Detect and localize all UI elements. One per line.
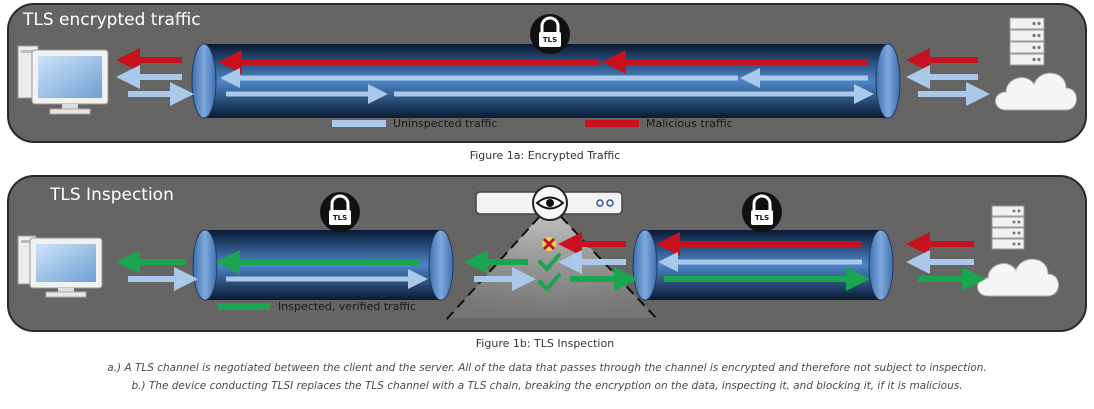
legend-inspected-swatch bbox=[218, 303, 270, 310]
lock-label-right: TLS bbox=[755, 214, 769, 222]
legend-malicious-swatch bbox=[585, 120, 639, 127]
lock-icon bbox=[530, 14, 570, 54]
x-icon bbox=[542, 237, 556, 251]
panel-b-title: TLS Inspection bbox=[50, 185, 174, 205]
check-icon bbox=[538, 273, 561, 292]
desktop-icon bbox=[17, 235, 103, 298]
desktop-icon bbox=[17, 45, 109, 115]
beam-edge-left bbox=[445, 204, 551, 321]
check-icon bbox=[538, 253, 561, 272]
lock-label-left: TLS bbox=[333, 214, 347, 222]
server-icon bbox=[991, 205, 1025, 250]
legend-inspected-label: Inspected, verified traffic bbox=[278, 300, 417, 313]
lock-label: TLS bbox=[543, 36, 557, 44]
lock-icon bbox=[742, 192, 782, 232]
server-icon bbox=[1009, 17, 1045, 66]
legend-uninspected-swatch bbox=[332, 120, 386, 127]
figure-1b-caption: Figure 1b: TLS Inspection bbox=[475, 337, 615, 350]
figure-1a-caption: Figure 1a: Encrypted Traffic bbox=[469, 149, 621, 162]
lock-icon bbox=[320, 192, 360, 232]
legend-malicious-label: Malicious traffic bbox=[646, 117, 733, 130]
arrows-panel-b bbox=[116, 232, 986, 291]
note-b: b.) The device conducting TLSI replaces … bbox=[131, 380, 963, 392]
tls-tunnel-b-right bbox=[632, 229, 894, 301]
beam-edge-right bbox=[549, 204, 659, 321]
note-a: a.) A TLS channel is negotiated between … bbox=[107, 362, 987, 374]
eye-icon bbox=[535, 196, 565, 210]
panel-a-title: TLS encrypted traffic bbox=[23, 10, 201, 30]
arrows-panel-a bbox=[116, 48, 990, 106]
cloud-icon bbox=[995, 72, 1077, 111]
tls-tunnel-a bbox=[191, 43, 901, 119]
legend-uninspected-label: Uninspected traffic bbox=[393, 117, 498, 130]
